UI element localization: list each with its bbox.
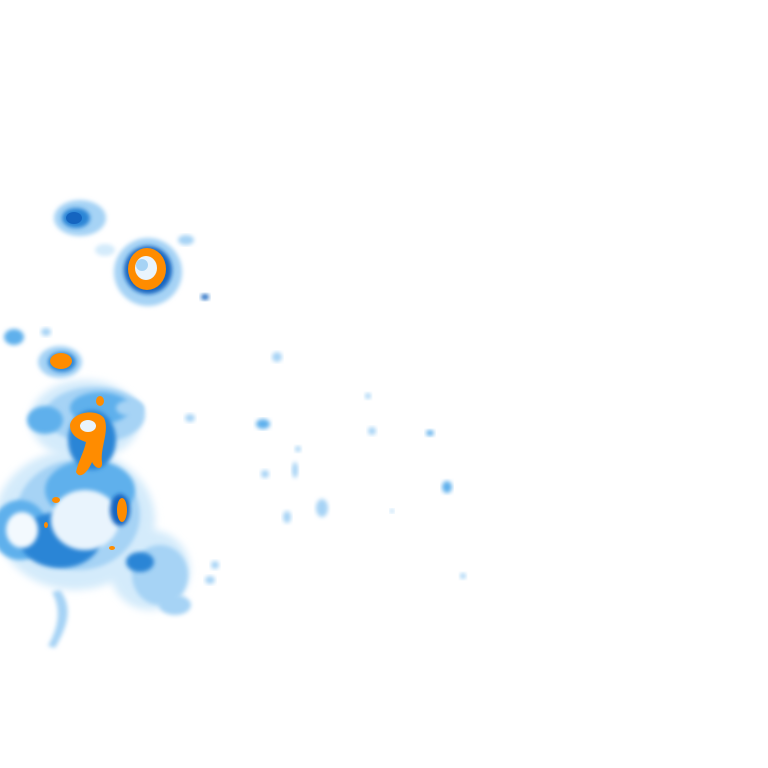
cluster-ring [27, 406, 63, 434]
speck [201, 294, 209, 300]
speck [256, 419, 270, 429]
speck [272, 352, 282, 362]
cluster-ring [126, 552, 154, 572]
cluster-core [51, 490, 119, 550]
cluster-ring [66, 212, 82, 224]
speck [261, 470, 269, 478]
speck [211, 561, 219, 569]
density-layer [0, 200, 466, 648]
speck [368, 427, 376, 435]
cluster-peak [109, 546, 115, 550]
speck [316, 499, 328, 517]
speck [365, 393, 371, 399]
speck [205, 576, 215, 584]
cluster-ring [116, 400, 144, 416]
speck [283, 511, 291, 523]
cluster-peak [96, 396, 104, 406]
speck [460, 573, 466, 579]
speck [442, 481, 452, 493]
speck [185, 414, 195, 422]
cluster-core [80, 420, 96, 432]
cluster-peak [50, 353, 72, 369]
speck [292, 462, 298, 478]
speck [426, 430, 434, 436]
speck [41, 328, 51, 336]
cluster-ring [136, 259, 148, 271]
cluster-peak [44, 522, 48, 528]
cluster-tail [48, 590, 68, 648]
cluster-peak [70, 412, 106, 476]
cluster-peak [117, 498, 127, 522]
cluster-halo [159, 595, 191, 615]
cluster-core [6, 512, 38, 548]
speck [295, 446, 301, 452]
speck [4, 329, 24, 345]
speck [178, 235, 194, 245]
speck [95, 244, 115, 256]
speck [390, 509, 394, 513]
cluster-peak [52, 497, 60, 503]
